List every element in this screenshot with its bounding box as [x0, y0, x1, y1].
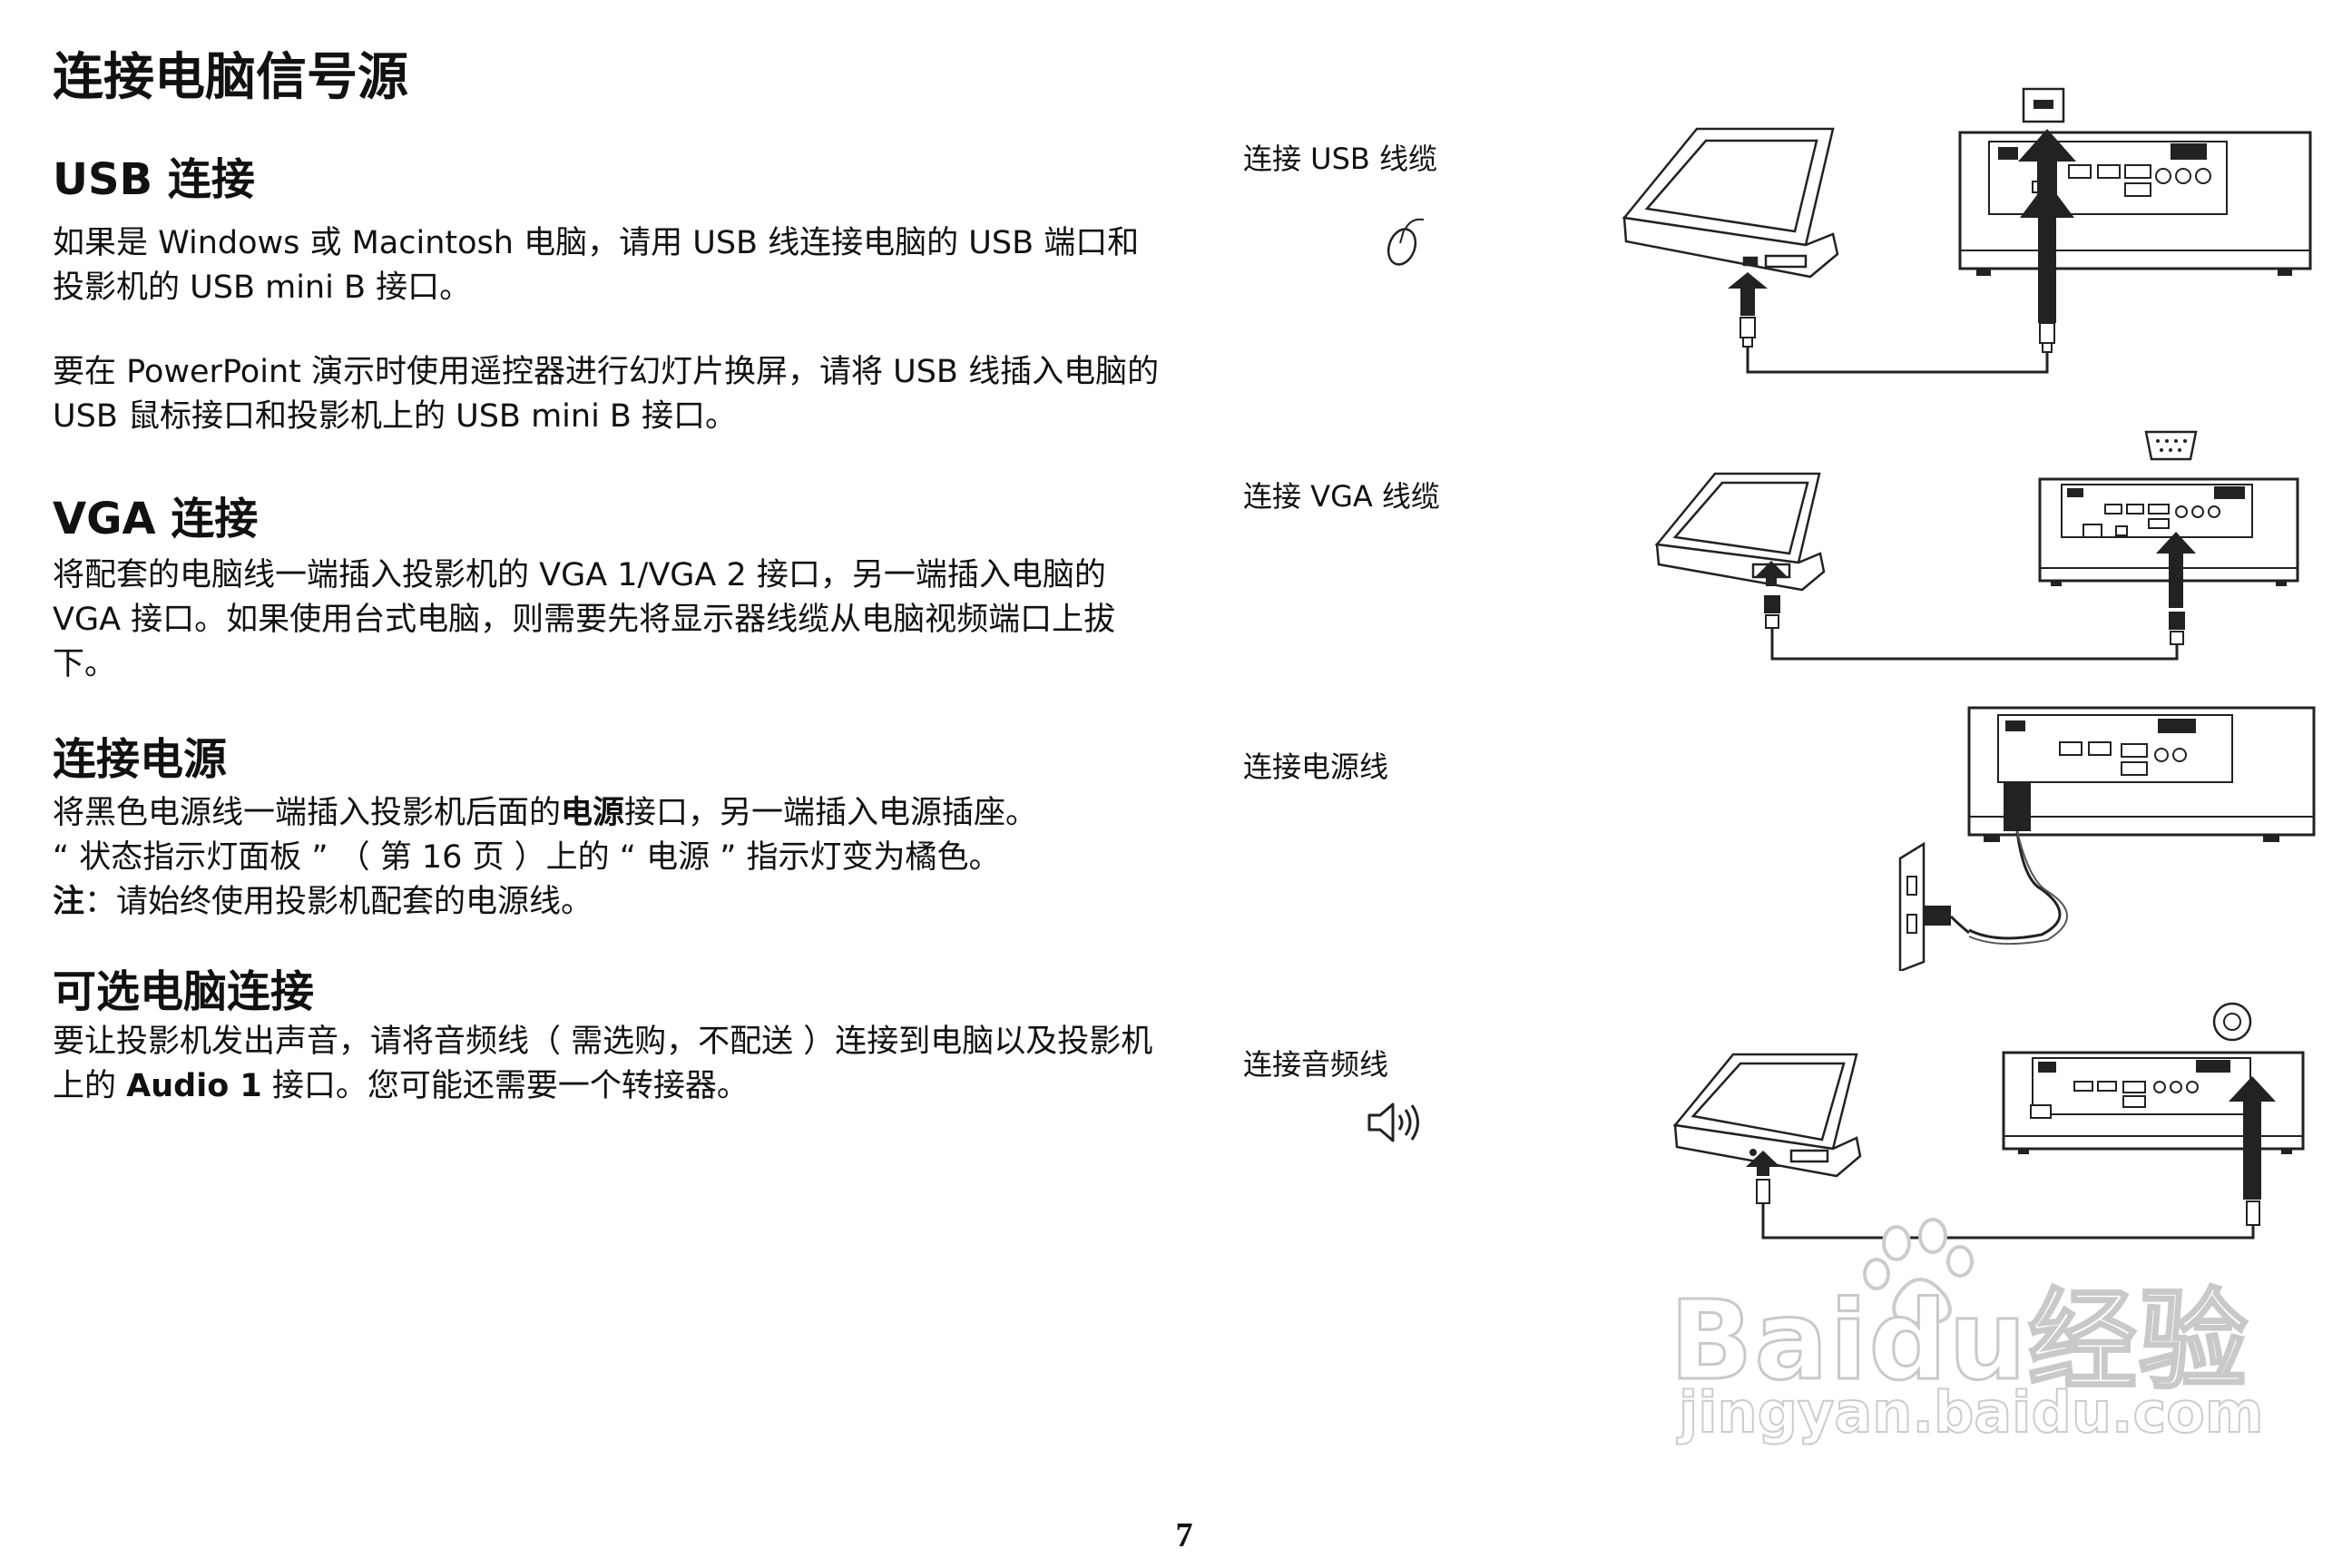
audio1-label: Audio 1: [126, 1068, 262, 1104]
power-line1-b: 接口，另一端插入电源插座。: [624, 795, 1038, 831]
power-heading: 连接电源: [53, 734, 228, 785]
power-line1-bold: 电源: [561, 795, 625, 831]
speaker-icon: [1367, 1102, 1419, 1142]
watermark-url: jingyan.baidu.com: [1678, 1378, 2264, 1446]
power-caption: 连接电源线: [1243, 750, 1389, 784]
vga-caption: 连接 VGA 线缆: [1243, 479, 1440, 514]
usb-port-icon: [2022, 87, 2065, 123]
usb-caption: 连接 USB 线缆: [1243, 142, 1438, 176]
page-number: 7: [1175, 1516, 1193, 1554]
usb-paragraph-2: 要在 PowerPoint 演示时使用遥控器进行幻灯片换屏，请将 USB 线插入…: [53, 354, 1160, 435]
paw-icon: [1863, 1218, 1974, 1326]
usb-heading: USB 连接: [53, 154, 255, 205]
power-line1-a: 将黑色电源线一端插入投影机后面的: [53, 795, 562, 831]
power-connection-diagram: [1898, 706, 2316, 971]
vga-port-icon: [2144, 430, 2198, 461]
optional-heading: 可选电脑连接: [53, 966, 315, 1017]
mouse-icon: [1387, 218, 1425, 266]
note-label: 注: [53, 884, 85, 920]
usb-paragraph-1: 如果是 Windows 或 Macintosh 电脑，请用 USB 线连接电脑的…: [53, 225, 1140, 306]
note-text: ：请始终使用投影机配套的电源线。: [84, 884, 593, 920]
vga-paragraph: 将配套的电脑线一端插入投影机的 VGA 1/VGA 2 接口，另一端插入电脑的 …: [53, 557, 1116, 682]
usb-connection-diagram: [1622, 87, 2312, 374]
audio-connection-diagram: [1672, 1002, 2305, 1240]
optional-text-a: 要让投影机发出声音，请将音频线（ 需选购，不配送 ）连接到电脑以及投影机上的: [53, 1024, 1153, 1104]
baidu-watermark: Baidu经验 jingyan.baidu.com: [1669, 1216, 2264, 1488]
page-title: 连接电脑信号源: [53, 48, 408, 107]
audio-caption: 连接音频线: [1243, 1047, 1389, 1082]
vga-connection-diagram: [1654, 430, 2299, 661]
optional-paragraph: 要让投影机发出声音，请将音频线（ 需选购，不配送 ）连接到电脑以及投影机上的 A…: [53, 1020, 1169, 1109]
vga-heading: VGA 连接: [53, 494, 259, 544]
power-line2: “ 状态指示灯面板 ” （ 第 16 页 ）上的 “ 电源 ” 指示灯变为橘色。: [53, 839, 1001, 876]
watermark-logo: Baidu经验: [1669, 1278, 2249, 1406]
power-paragraph: 将黑色电源线一端插入投影机后面的电源接口，另一端插入电源插座。 “ 状态指示灯面…: [53, 791, 1169, 925]
optional-text-b: 接口。您可能还需要一个转接器。: [261, 1068, 749, 1104]
audio-jack-icon: [2212, 1002, 2252, 1042]
